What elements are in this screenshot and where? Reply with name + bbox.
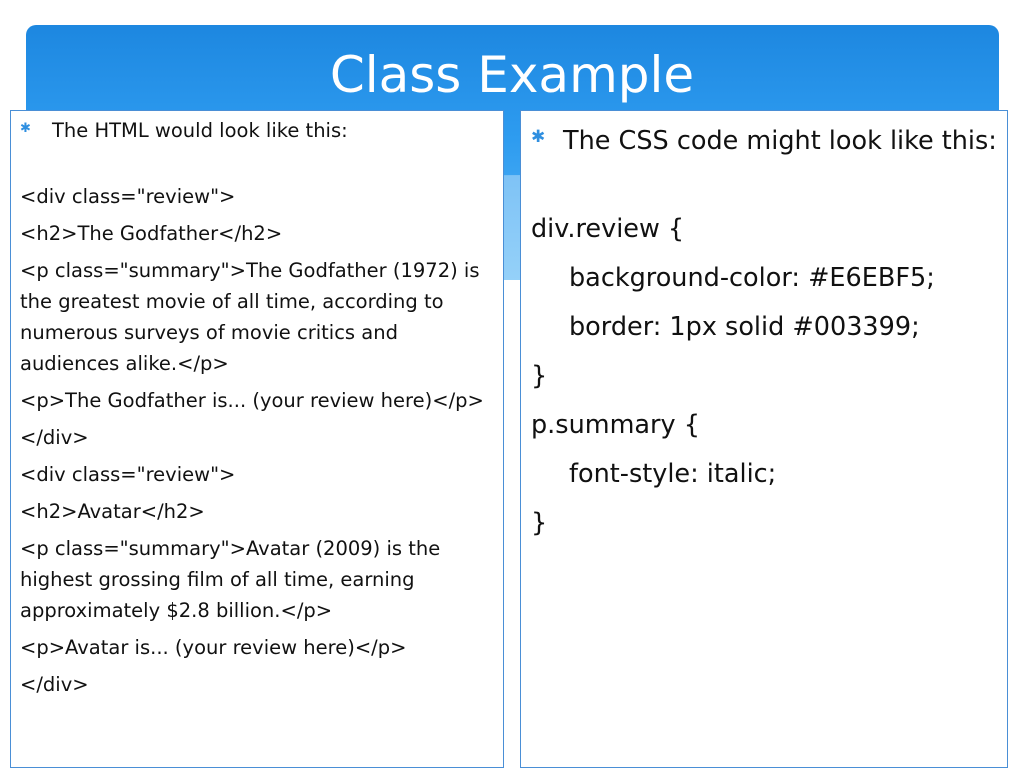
left-bullet: ✱ The HTML would look like this: — [20, 117, 495, 145]
html-code-line: <h2>Avatar</h2> — [20, 500, 205, 523]
right-bullet-text: The CSS code might look like this: — [563, 126, 997, 156]
html-code-line: </div> — [20, 673, 89, 696]
html-code-line: <p>The Godfather is... (your review here… — [20, 389, 484, 412]
css-code-line: } — [531, 361, 548, 391]
html-code-line: <div class="review"> — [20, 185, 236, 208]
css-code-panel: ✱ The CSS code might look like this: div… — [520, 110, 1008, 768]
css-code-line: p.summary { — [531, 410, 700, 440]
html-code-line: <div class="review"> — [20, 463, 236, 486]
right-bullet: ✱ The CSS code might look like this: — [531, 121, 999, 161]
html-code-line: <p class="summary">Avatar (2009) is the … — [20, 537, 447, 622]
css-code-line: } — [531, 508, 548, 538]
css-code-line: border: 1px solid #003399; — [569, 312, 920, 342]
html-code-panel: ✱ The HTML would look like this: <div cl… — [10, 110, 504, 768]
html-code-line: <p>Avatar is... (your review here)</p> — [20, 636, 407, 659]
css-code-line: background-color: #E6EBF5; — [569, 263, 935, 293]
html-code-line: <h2>The Godfather</h2> — [20, 222, 283, 245]
css-code-lines: div.review { background-color: #E6EBF5; … — [531, 209, 999, 543]
slide-title: Class Example — [329, 46, 695, 104]
css-code-line: font-style: italic; — [569, 459, 777, 489]
css-code-line: div.review { — [531, 214, 685, 244]
left-bullet-text: The HTML would look like this: — [52, 119, 348, 142]
html-code-lines: <div class="review"> <h2>The Godfather</… — [20, 181, 495, 700]
html-code-line: </div> — [20, 426, 89, 449]
html-code-line: <p class="summary">The Godfather (1972) … — [20, 259, 486, 375]
asterisk-bullet-icon: ✱ — [20, 121, 31, 136]
asterisk-bullet-icon: ✱ — [531, 127, 546, 147]
